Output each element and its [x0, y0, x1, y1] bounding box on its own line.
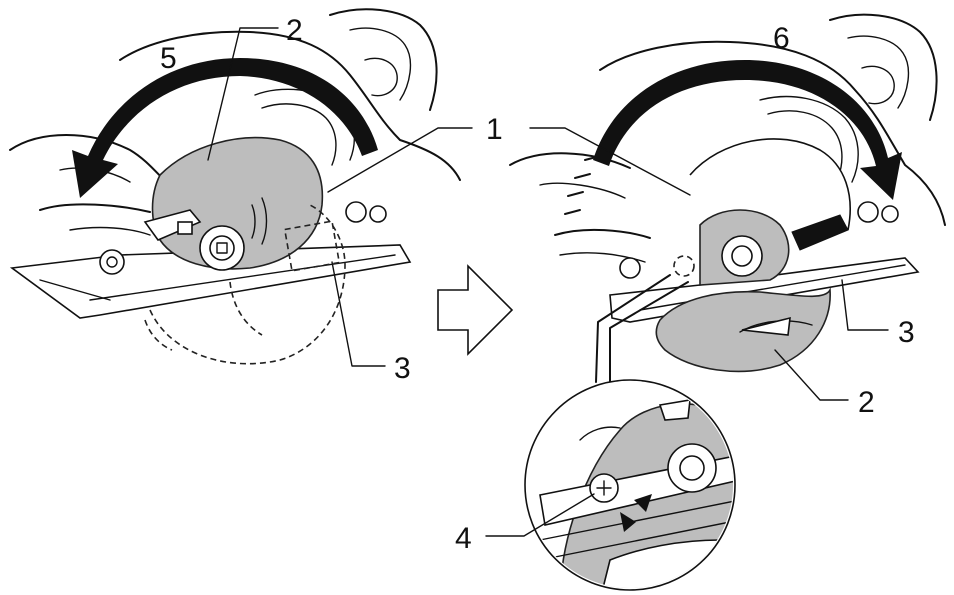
- left-label-3: 3: [394, 352, 411, 385]
- left-leader-2: [207, 27, 279, 161]
- triangle-marker-icon: [634, 494, 652, 512]
- right-leader-2: [774, 349, 849, 401]
- magnifier-connector: [595, 274, 671, 383]
- detail-magnifier: [524, 379, 736, 591]
- left-saw-body: [9, 8, 461, 319]
- right-label-6: 6: [773, 22, 790, 55]
- left-label-5: 5: [160, 42, 177, 75]
- right-label-1: 1: [486, 113, 503, 146]
- right-figure: 1 6 3 2: [455, 13, 946, 591]
- left-leader-3: [331, 261, 386, 367]
- left-guard-ghost: [149, 204, 346, 365]
- left-guard-lever: [143, 209, 202, 241]
- left-label-2: 2: [286, 14, 303, 47]
- right-label-2: 2: [858, 386, 875, 419]
- left-leader-1: [327, 127, 473, 193]
- transition-arrow-icon: [437, 264, 514, 356]
- right-leader-4: [485, 493, 595, 537]
- right-leader-1: [529, 127, 691, 196]
- right-label-3: 3: [898, 316, 915, 349]
- triangle-marker-icon-lower: [620, 512, 636, 532]
- right-screw-dashed-marker: [673, 255, 695, 277]
- left-figure: 2 5 3: [9, 8, 473, 385]
- right-label-4: 4: [455, 522, 472, 555]
- left-rotation-arrow: [72, 58, 378, 198]
- right-rotation-arrow: [593, 60, 902, 200]
- right-leader-3: [841, 279, 889, 331]
- right-guard-lever: [791, 214, 849, 251]
